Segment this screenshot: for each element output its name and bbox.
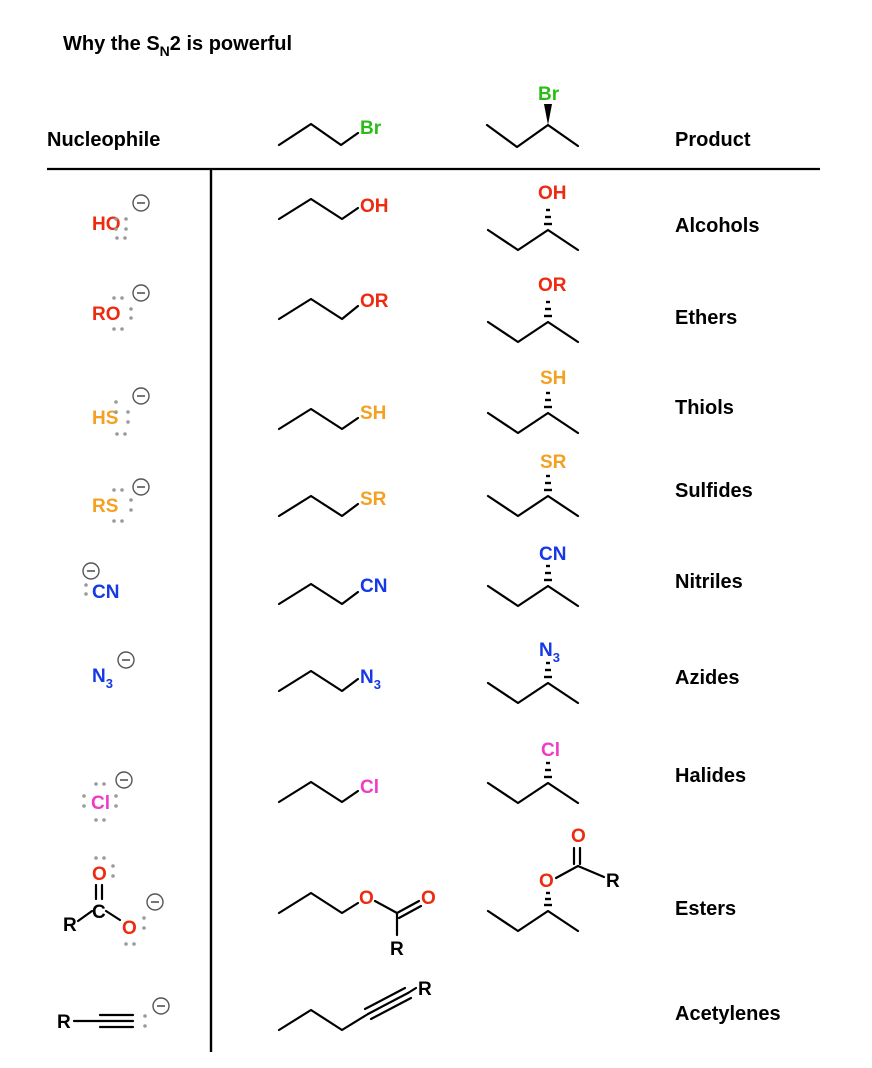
nucleophile-hydroxide: HO — [92, 194, 150, 240]
svg-text:HS: HS — [92, 408, 118, 429]
svg-text:HO: HO — [92, 214, 121, 235]
negative-charge-icon — [82, 562, 100, 580]
secondary-product: OH — [486, 183, 580, 252]
secondary-product: N3 — [486, 640, 580, 705]
row-alcohols: HO OH OH Alcohols — [92, 183, 759, 252]
negative-charge-icon — [117, 651, 135, 669]
nucleophile-hydrosulfide: HS — [92, 387, 150, 436]
nucleophile-alkoxide: RO — [92, 284, 150, 331]
negative-charge-icon — [132, 387, 150, 405]
svg-text:O: O — [539, 871, 554, 892]
primary-product: R — [277, 979, 432, 1032]
row-nitriles: CN CN CN Nitriles — [82, 544, 743, 608]
product-name: Thiols — [675, 397, 734, 419]
primary-product: OR — [277, 291, 389, 321]
row-sulfides: RS SR SR Sulfides — [92, 452, 753, 523]
svg-text:Cl: Cl — [541, 740, 560, 761]
secondary-product: CN — [486, 544, 580, 608]
svg-text:N3: N3 — [539, 640, 560, 665]
svg-text:C: C — [92, 902, 106, 923]
secondary-product: SR — [486, 452, 580, 518]
nucleophile-carboxylate: O C R O — [63, 856, 164, 946]
svg-text:O: O — [421, 888, 436, 909]
header-primary-bromide: Br — [277, 118, 382, 147]
row-thiols: HS SH SH Thiols — [92, 368, 734, 436]
secondary-product: Cl — [486, 740, 580, 805]
primary-product: CN — [277, 576, 387, 606]
header-secondary-bromide: Br — [485, 84, 580, 149]
svg-text:N3: N3 — [360, 667, 381, 692]
svg-text:N3: N3 — [92, 666, 113, 691]
svg-text:RS: RS — [92, 496, 118, 517]
product-name: Halides — [675, 765, 746, 787]
svg-text:SR: SR — [360, 489, 387, 510]
product-name: Alcohols — [675, 215, 759, 237]
secondary-product: SH — [486, 368, 580, 435]
svg-text:O: O — [359, 888, 374, 909]
negative-charge-icon — [132, 478, 150, 496]
svg-text:Cl: Cl — [91, 793, 110, 814]
svg-text:R: R — [57, 1012, 71, 1033]
svg-text:OR: OR — [360, 291, 389, 312]
row-halides: Cl Cl Cl Halides — [82, 740, 746, 822]
svg-text:OH: OH — [360, 196, 389, 217]
svg-text:SR: SR — [540, 452, 567, 473]
primary-product: N3 — [277, 667, 381, 693]
bromine-label: Br — [538, 84, 560, 105]
row-esters: O C R O O O R O — [63, 826, 736, 960]
negative-charge-icon — [152, 997, 170, 1015]
negative-charge-icon — [132, 284, 150, 302]
svg-text:R: R — [606, 871, 620, 892]
svg-text:CN: CN — [539, 544, 566, 565]
svg-text:CN: CN — [92, 582, 119, 603]
product-name: Esters — [675, 898, 736, 920]
nucleophile-cyanide: CN — [82, 562, 119, 603]
nucleophile-chloride: Cl — [82, 771, 133, 822]
product-name: Nitriles — [675, 571, 743, 593]
header-nucleophile: Nucleophile — [47, 129, 160, 151]
negative-charge-icon — [115, 771, 133, 789]
header-product: Product — [675, 129, 751, 151]
svg-text:R: R — [390, 939, 404, 960]
svg-text:RO: RO — [92, 304, 121, 325]
primary-product: Cl — [277, 777, 379, 804]
svg-text:R: R — [63, 915, 77, 936]
svg-text:CN: CN — [360, 576, 387, 597]
negative-charge-icon — [132, 194, 150, 212]
svg-text:O: O — [571, 826, 586, 847]
svg-text:O: O — [122, 918, 137, 939]
secondary-product: OR — [486, 275, 580, 344]
svg-text:Cl: Cl — [360, 777, 379, 798]
product-name: Ethers — [675, 307, 737, 329]
row-acetylenes: R R Acetylenes — [57, 979, 781, 1033]
primary-product: O O R — [277, 888, 436, 960]
svg-text:SH: SH — [360, 403, 386, 424]
secondary-product: O O R — [486, 826, 620, 933]
product-name: Azides — [675, 667, 739, 689]
svg-text:OH: OH — [538, 183, 567, 204]
row-azides: N3 N3 N3 Azides — [92, 640, 739, 705]
svg-text:SH: SH — [540, 368, 566, 389]
primary-product: OH — [277, 196, 389, 221]
svg-text:R: R — [418, 979, 432, 1000]
chart-title: Why the SN2 is powerful — [63, 33, 292, 59]
svg-text:OR: OR — [538, 275, 567, 296]
nucleophile-azide: N3 — [92, 651, 135, 691]
primary-product: SR — [277, 489, 387, 518]
negative-charge-icon — [146, 893, 164, 911]
product-name: Sulfides — [675, 480, 753, 502]
svg-text:O: O — [92, 864, 107, 885]
nucleophile-acetylide: R — [57, 997, 170, 1033]
product-name: Acetylenes — [675, 1003, 781, 1025]
nucleophile-thiolate: RS — [92, 478, 150, 523]
row-ethers: RO OR OR Ethers — [92, 275, 737, 344]
primary-product: SH — [277, 403, 386, 431]
bromine-label: Br — [360, 118, 382, 139]
